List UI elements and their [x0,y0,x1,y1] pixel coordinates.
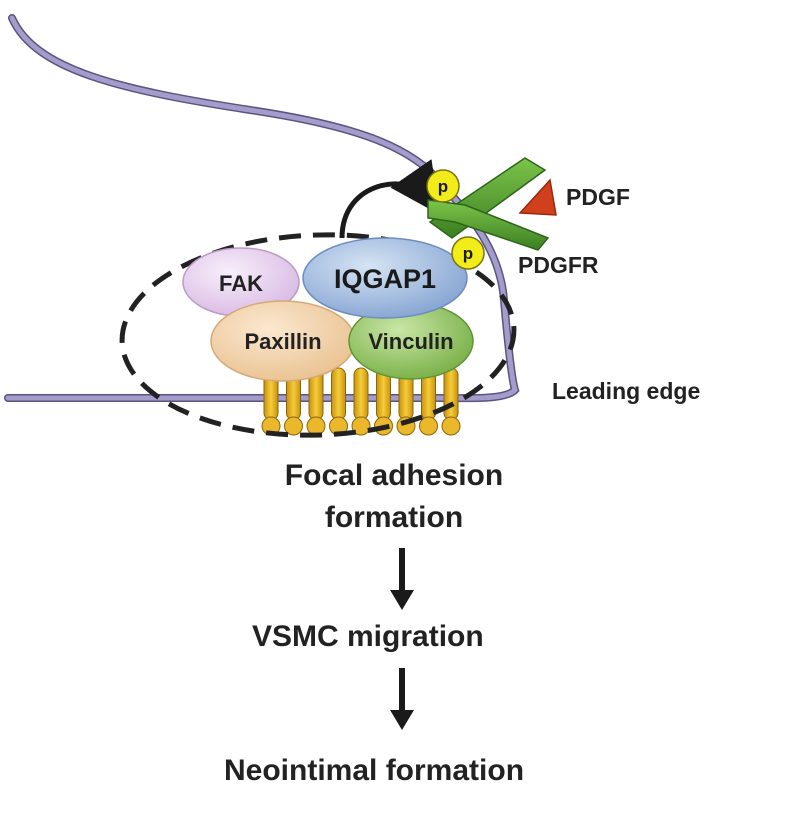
focal-adhesion-formation-label: Focal adhesion formation [0,455,788,539]
phospho-label-1: p [438,177,448,196]
flow-step1-line1: Focal adhesion [284,459,504,492]
integrin-head [419,416,438,436]
vsmc-migration-label: VSMC migration [252,620,484,653]
phospho-circle-1 [426,169,460,203]
integrin-stalk [353,367,369,421]
integrin-stalk [331,367,346,421]
pdgf-label: PDGF [566,184,630,210]
iqgap1-label: IQGAP1 [334,264,436,294]
integrin-head [441,416,461,436]
activation-arrow [339,159,440,239]
phospho-label-2: p [463,244,473,263]
fak-label: FAK [219,271,263,296]
paxillin-label: Paxillin [244,329,321,354]
flow-arrow-2 [390,668,414,730]
flow-arrow-1 [390,548,414,610]
integrin-head [306,416,326,436]
neointimal-formation-label: Neointimal formation [224,754,525,787]
integrin-head [284,416,303,436]
leading-edge-label: Leading edge [552,378,701,404]
focal-adhesion-boundary [119,232,517,438]
integrin-head [351,416,371,436]
phospho-circle-2 [451,236,485,270]
vinculin-label: Vinculin [368,329,453,354]
pdgf-ligand [518,178,557,216]
flow-step1-line2: formation [324,501,464,534]
integrin-stalk [443,367,459,421]
pdgfr-label: PDGFR [518,252,599,278]
iqgap1-protein [302,237,468,319]
pdgf-receptor [427,157,550,251]
integrin-cluster [261,367,461,436]
